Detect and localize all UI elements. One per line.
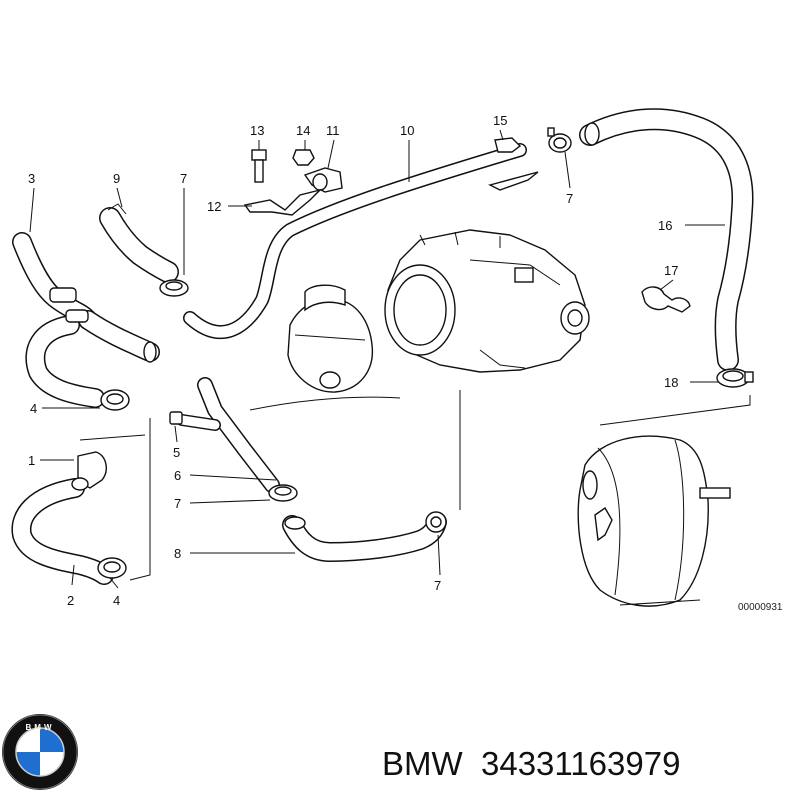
callout-2: 2	[67, 593, 74, 608]
clamp-18	[716, 368, 754, 388]
part-number-caption: 34331163979	[481, 745, 680, 782]
hose-2	[11, 478, 114, 585]
bmw-logo: BMW	[2, 714, 78, 790]
hose-16	[579, 108, 754, 371]
callout-7-lower-right: 7	[434, 578, 441, 593]
callout-12: 12	[207, 199, 221, 214]
callout-11: 11	[326, 123, 340, 138]
throttle-body	[384, 229, 590, 373]
clamp-7-right	[425, 511, 447, 533]
callout-13: 13	[250, 123, 264, 138]
callout-9: 9	[113, 171, 120, 186]
clamp-7-top	[547, 127, 572, 153]
leader-lines	[29, 129, 725, 589]
callout-18: 18	[664, 375, 678, 390]
callout-17: 17	[664, 263, 678, 278]
callout-10: 10	[400, 123, 414, 138]
callout-6: 6	[174, 468, 181, 483]
callout-1: 1	[28, 453, 35, 468]
brand-caption: BMW	[382, 745, 464, 782]
hose-3	[12, 232, 160, 408]
callout-15: 15	[493, 113, 507, 128]
brake-booster	[577, 435, 731, 607]
callout-4-upper: 4	[30, 401, 37, 416]
nut-14	[292, 149, 315, 166]
connector-15	[494, 137, 522, 153]
callout-4-lower: 4	[113, 593, 120, 608]
callout-3: 3	[28, 171, 35, 186]
callout-16: 16	[658, 218, 672, 233]
hose-9	[99, 203, 179, 283]
callout-7-lower-left: 7	[174, 496, 181, 511]
clip-17	[641, 286, 691, 313]
bolt-13	[251, 149, 267, 183]
clamp-4-lower	[97, 557, 127, 579]
pipe-6	[176, 377, 280, 493]
connector-11	[303, 167, 343, 193]
callout-5: 5	[173, 445, 180, 460]
hose-8	[282, 512, 447, 562]
clamp-7-lower	[268, 484, 298, 502]
callout-7-top-left: 7	[180, 171, 187, 186]
reference-lines	[79, 390, 751, 581]
callout-7-top-right: 7	[566, 191, 573, 206]
callouts: 3 9 7 13 14 11 10 15 7 12 16 17 18 4 5 1…	[28, 113, 783, 613]
bracket-12	[243, 188, 323, 216]
fitting-1	[71, 451, 107, 491]
pipe-10	[183, 143, 539, 340]
nipple-5	[169, 411, 183, 425]
callout-8: 8	[174, 546, 181, 561]
bmw-logo-lettering: BMW	[26, 723, 55, 732]
clamp-7-left	[159, 279, 189, 297]
reference-code: 00000931	[738, 602, 783, 613]
clamp-4-upper	[100, 389, 130, 411]
callout-14: 14	[296, 123, 310, 138]
elbow-housing	[287, 284, 374, 393]
